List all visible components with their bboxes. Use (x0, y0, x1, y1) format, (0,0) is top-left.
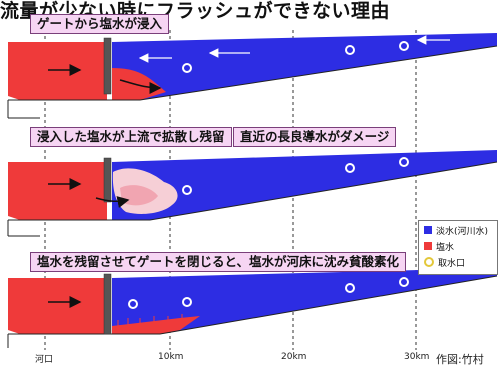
panel-3-gate (103, 273, 112, 335)
panel-3-callout: 塩水を残留させてゲートを閉じると、塩水が河床に沈み貧酸素化 (30, 252, 407, 272)
panel-3-intake-icon (345, 283, 355, 293)
legend-label: 取水口 (438, 258, 466, 269)
panel-1-intake-icon (399, 41, 409, 51)
panel-3-hypoxia-marks (117, 314, 183, 326)
panel-1-callout: ゲートから塩水が浸入 (30, 14, 170, 34)
panel-3-intake-icon (182, 297, 192, 307)
fresh-water-swatch (424, 226, 432, 234)
panel-2-gate (103, 157, 112, 203)
panel-1-intake-icon (182, 63, 192, 73)
axis-label-river-mouth: 河口 (35, 355, 54, 365)
panel-2-intake-icon (345, 163, 355, 173)
panel-1-fresh-water (112, 33, 497, 100)
panel-3-salt-sea (8, 278, 107, 334)
panel-2-diffusion-arrow (95, 196, 130, 208)
panel-2-salt-sea (8, 162, 107, 220)
panel-1-intake-icon (345, 45, 355, 55)
panel-3-intake-icon (128, 299, 138, 309)
legend-item-intake: 取水口 (424, 255, 497, 269)
legend-item-fresh-water: 淡水(河川水) (424, 223, 497, 237)
panel-2-intake-icon (182, 185, 192, 195)
panel-1-salt-sea (8, 42, 107, 100)
intake-ring-icon (424, 257, 434, 267)
panel-1-gate (103, 37, 112, 95)
panel-1-riverbed (8, 45, 498, 101)
panel-3-riverbed (8, 275, 498, 335)
salt-water-swatch (424, 242, 432, 250)
panel-2-callout-right: 直近の長良導水がダメージ (233, 127, 397, 147)
panel-2 (7, 150, 498, 237)
panel-3 (7, 268, 498, 348)
axis-label-20km: 20km (281, 352, 307, 362)
axis-label-30km: 30km (404, 352, 430, 362)
legend: 淡水(河川水) 塩水 取水口 (418, 220, 498, 275)
panel-3-intake-icon (399, 277, 409, 287)
panel-2-callout-left: 浸入した塩水が上流で拡散し残留 (30, 127, 232, 147)
legend-label: 淡水(河川水) (436, 226, 489, 237)
legend-item-salt-water: 塩水 (424, 239, 497, 253)
legend-label: 塩水 (436, 242, 455, 253)
panel-1 (7, 33, 498, 119)
panel-2-riverbed (8, 161, 498, 221)
panel-3-salt-bottom (112, 316, 200, 334)
panel-2-fresh-water (112, 150, 497, 220)
panel-1-intrusion-arrow (119, 79, 162, 94)
axis-label-10km: 10km (158, 352, 184, 362)
panel-2-intake-icon (399, 157, 409, 167)
figure-credit: 作図:竹村 (436, 353, 484, 366)
